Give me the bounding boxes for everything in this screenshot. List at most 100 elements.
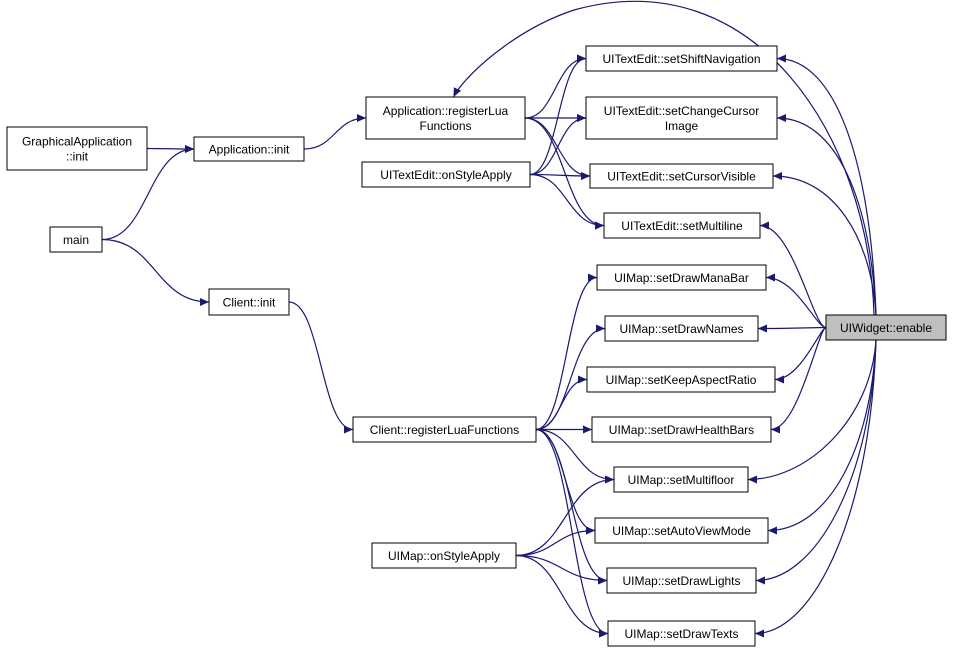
- edge-line: [529, 173, 605, 230]
- node-box[interactable]: [613, 466, 749, 493]
- node-box[interactable]: [585, 96, 778, 140]
- edge-line: [303, 114, 367, 150]
- edge-client_init-to-client_register: [288, 301, 354, 434]
- node-map-onstyle[interactable]: UIMap::onStyleApply: [371, 542, 517, 569]
- edge-set_draw_health-to-widget_enable: [770, 326, 827, 434]
- edge-set_keep_aspect-to-widget_enable: [774, 326, 827, 384]
- node-label: UIMap::setDrawHealthBars: [609, 423, 754, 437]
- node-graphical-init[interactable]: GraphicalApplication::init: [6, 126, 148, 171]
- node-set-draw-health[interactable]: UIMap::setDrawHealthBars: [591, 416, 772, 443]
- node-label: Application::init: [209, 143, 290, 157]
- node-box[interactable]: [586, 366, 776, 393]
- edge-map_onstyle-to-set_draw_texts: [515, 554, 609, 638]
- node-label: UIMap::setDrawTexts: [624, 627, 738, 641]
- edge-client_register-to-set_draw_texts: [535, 428, 609, 638]
- edge-graphical_init-to-app_init: [146, 144, 195, 153]
- node-box[interactable]: [591, 416, 772, 443]
- node-label: Functions: [419, 119, 471, 133]
- node-set-draw-mana[interactable]: UIMap::setDrawManaBar: [596, 264, 767, 291]
- node-box[interactable]: [49, 226, 103, 253]
- edge-textedit_onstyle-to-set_shift_nav: [529, 54, 587, 176]
- edge-client_register-to-set_draw_lights: [535, 428, 608, 585]
- node-label: Application::registerLua: [383, 104, 509, 118]
- node-app-init[interactable]: Application::init: [193, 136, 305, 162]
- node-box[interactable]: [365, 96, 526, 140]
- node-set-draw-texts[interactable]: UIMap::setDrawTexts: [607, 620, 756, 647]
- edge-line: [767, 339, 877, 535]
- node-client-init[interactable]: Client::init: [208, 288, 290, 316]
- node-label: UIMap::setDrawLights: [622, 574, 740, 588]
- node-client-register[interactable]: Client::registerLuaFunctions: [352, 416, 537, 443]
- node-box[interactable]: [352, 416, 537, 443]
- node-textedit-onstyle[interactable]: UITextEdit::onStyleApply: [361, 161, 531, 188]
- node-box[interactable]: [607, 620, 756, 647]
- node-label: UIMap::setMultifloor: [628, 473, 735, 487]
- node-box[interactable]: [606, 567, 757, 594]
- edge-map_onstyle-to-set_multifloor: [515, 475, 615, 557]
- node-label: UIWidget::enable: [840, 321, 932, 335]
- node-set-keep-aspect[interactable]: UIMap::setKeepAspectRatio: [586, 366, 776, 393]
- edge-textedit_onstyle-to-set_multiline: [529, 173, 605, 230]
- node-label: UIMap::setKeepAspectRatio: [606, 373, 757, 387]
- edge-map_onstyle-to-set_auto_view: [515, 526, 596, 557]
- node-set-auto-view[interactable]: UIMap::setAutoViewMode: [594, 517, 769, 544]
- edge-app_register-to-set_multiline: [524, 117, 605, 230]
- edge-app_register-to-set_shift_nav: [524, 54, 587, 119]
- edge-line: [770, 326, 827, 434]
- edge-line: [452, 0, 875, 316]
- edge-set_draw_names-to-widget_enable: [757, 324, 827, 333]
- edge-set_draw_mana-to-widget_enable: [765, 273, 827, 329]
- edges-layer: [101, 0, 877, 638]
- nodes-layer: GraphicalApplication::init Application::i…: [6, 45, 947, 647]
- node-label: UITextEdit::setCursorVisible: [607, 170, 756, 184]
- node-label: UIMap::onStyleApply: [388, 549, 500, 563]
- node-label: ::init: [66, 150, 89, 164]
- edge-set_change_cursor-to-widget_enable: [776, 114, 877, 316]
- node-box[interactable]: [589, 163, 774, 189]
- edge-line: [535, 375, 588, 431]
- node-box[interactable]: [604, 315, 759, 342]
- node-widget-enable[interactable]: UIWidget::enable: [825, 314, 947, 341]
- edge-map_onstyle-to-set_draw_lights: [515, 554, 608, 585]
- edge-line: [757, 324, 827, 333]
- edge-line: [535, 273, 598, 431]
- node-box[interactable]: [371, 542, 517, 569]
- node-set-multiline[interactable]: UITextEdit::setMultiline: [603, 212, 761, 239]
- node-set-multifloor[interactable]: UIMap::setMultifloor: [613, 466, 749, 493]
- node-set-cursor-visible[interactable]: UITextEdit::setCursorVisible: [589, 163, 774, 189]
- edge-line: [524, 54, 587, 119]
- node-box[interactable]: [193, 136, 305, 162]
- edge-line: [535, 428, 609, 638]
- edge-line: [288, 301, 354, 434]
- edge-main-to-client_init: [101, 238, 210, 306]
- node-box[interactable]: [603, 212, 761, 239]
- node-box[interactable]: [596, 264, 767, 291]
- node-box[interactable]: [594, 517, 769, 544]
- edge-line: [755, 339, 877, 585]
- node-box[interactable]: [361, 161, 531, 188]
- edge-app_init-to-app_register: [303, 114, 367, 150]
- edge-set_multifloor-to-widget_enable: [747, 339, 877, 484]
- node-box[interactable]: [585, 45, 778, 72]
- node-set-shift-nav[interactable]: UITextEdit::setShiftNavigation: [585, 45, 778, 72]
- node-box[interactable]: [208, 288, 290, 316]
- node-set-draw-names[interactable]: UIMap::setDrawNames: [604, 315, 759, 342]
- node-main[interactable]: main: [49, 226, 103, 253]
- node-box[interactable]: [6, 126, 148, 171]
- node-box[interactable]: [825, 314, 947, 341]
- edge-set_auto_view-to-widget_enable: [767, 339, 877, 535]
- edge-line: [515, 475, 615, 557]
- edge-line: [535, 428, 615, 484]
- edge-line: [759, 221, 827, 329]
- node-label: UITextEdit::setShiftNavigation: [602, 52, 760, 66]
- edge-line: [529, 54, 587, 176]
- node-app-register[interactable]: Application::registerLuaFunctions: [365, 96, 526, 140]
- node-set-draw-lights[interactable]: UIMap::setDrawLights: [606, 567, 757, 594]
- edge-app_register-to-widget_enable: [452, 0, 875, 316]
- node-label: GraphicalApplication: [22, 135, 132, 149]
- edge-line: [515, 526, 596, 557]
- node-label: Image: [665, 119, 699, 133]
- edge-line: [515, 554, 609, 638]
